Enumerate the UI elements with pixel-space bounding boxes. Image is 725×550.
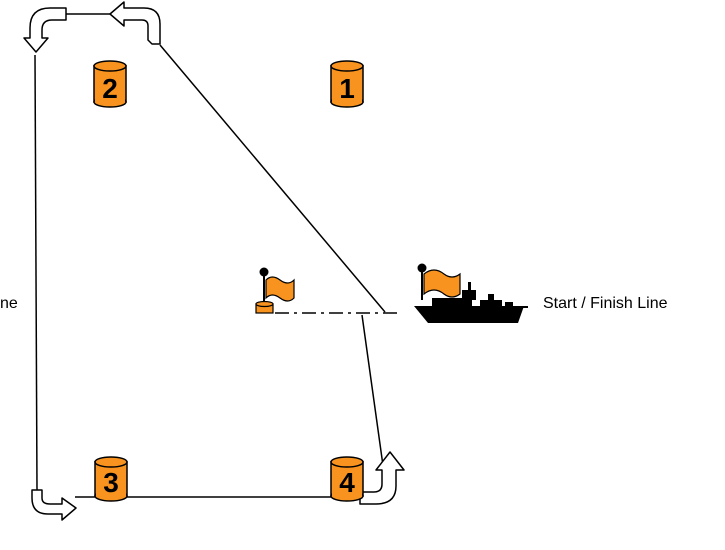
mark-number: 4 xyxy=(339,467,355,498)
curved-arrow-icon xyxy=(109,1,161,45)
turn-arrow-bottom-left xyxy=(31,489,77,521)
mark-2: 2 xyxy=(93,60,127,108)
mark-number: 3 xyxy=(103,467,119,498)
leg-finish-approach xyxy=(361,314,386,481)
turn-arrow-top-right xyxy=(109,1,161,45)
turn-arrow-bottom-right xyxy=(359,451,405,505)
left-edge-label: ne xyxy=(0,295,18,312)
curved-arrow-icon xyxy=(23,7,67,53)
committee-boat xyxy=(414,263,528,323)
start-finish-label: Start / Finish Line xyxy=(543,295,668,312)
mark-number: 2 xyxy=(102,73,118,104)
leg-windward-to-start xyxy=(159,44,386,313)
mark-number: 1 xyxy=(339,73,355,104)
curved-arrow-icon xyxy=(359,451,405,505)
mark-1: 1 xyxy=(330,60,364,108)
turn-arrow-top-left xyxy=(23,7,67,53)
mark-3: 3 xyxy=(94,456,128,502)
leg-left-side xyxy=(34,54,38,491)
ship-icon xyxy=(414,282,528,323)
boat-flag xyxy=(417,263,461,300)
pin-end-buoy xyxy=(255,267,295,314)
buoy-flag-icon xyxy=(255,267,295,314)
mark-4: 4 xyxy=(330,456,364,502)
curved-arrow-icon xyxy=(31,489,77,521)
